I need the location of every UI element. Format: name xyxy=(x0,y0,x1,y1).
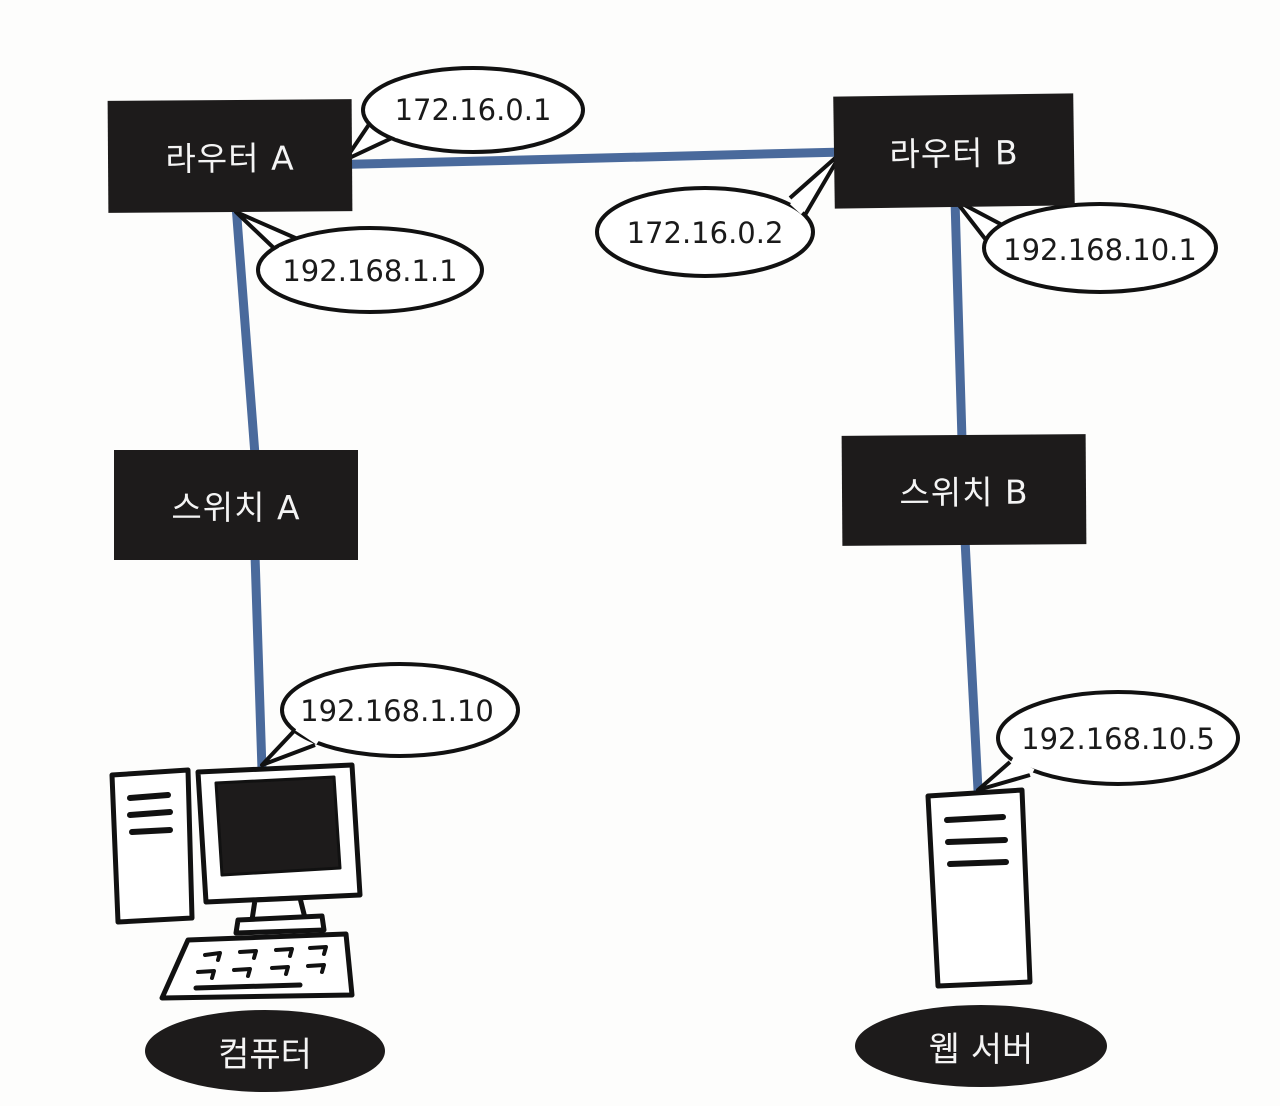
ip-bubble-router-a-wan: 172.16.0.1 xyxy=(343,66,585,162)
switch-b-label: 스위치 B xyxy=(899,472,1029,513)
ip-label-router-b-lan: 192.168.10.1 xyxy=(1003,233,1197,267)
switch-a-node: 스위치 A xyxy=(114,450,358,560)
router-a-node: 라우터 A xyxy=(107,99,353,213)
computer-caption: 컴퓨터 xyxy=(145,1010,385,1092)
ip-bubble-router-a-lan: 192.168.1.1 xyxy=(234,210,484,314)
computer-icon xyxy=(109,762,363,1001)
ip-bubble-web-server: 192.168.10.5 xyxy=(976,690,1240,792)
computer-label: 컴퓨터 xyxy=(218,1034,312,1075)
router-b-node: 라우터 B xyxy=(833,93,1075,209)
link-router-a-switch-a xyxy=(231,200,260,460)
ip-label-web-server: 192.168.10.5 xyxy=(1021,722,1215,756)
ip-bubble-router-b-wan: 172.16.0.2 xyxy=(595,150,844,278)
network-links xyxy=(231,147,983,795)
switch-a-label: 스위치 A xyxy=(171,488,301,527)
link-switch-a-computer xyxy=(250,550,267,775)
ip-bubble-computer: 192.168.1.10 xyxy=(260,662,520,767)
link-switch-b-server xyxy=(960,535,983,795)
switch-b-node: 스위치 B xyxy=(841,434,1087,546)
ip-label-computer: 192.168.1.10 xyxy=(300,694,494,728)
ip-label-router-a-wan: 172.16.0.1 xyxy=(395,93,552,127)
server-icon xyxy=(925,787,1033,989)
ip-bubble-router-b-lan: 192.168.10.1 xyxy=(953,198,1218,294)
router-b-label: 라우터 B xyxy=(889,133,1019,174)
link-router-a-router-b xyxy=(315,147,850,170)
link-router-b-switch-b xyxy=(950,195,967,445)
ip-label-router-a-lan: 192.168.1.1 xyxy=(282,254,457,288)
web-server-caption: 웹 서버 xyxy=(855,1005,1107,1087)
web-server-label: 웹 서버 xyxy=(928,1029,1034,1070)
router-a-label: 라우터 A xyxy=(165,138,295,179)
ip-label-router-b-wan: 172.16.0.2 xyxy=(627,216,784,250)
